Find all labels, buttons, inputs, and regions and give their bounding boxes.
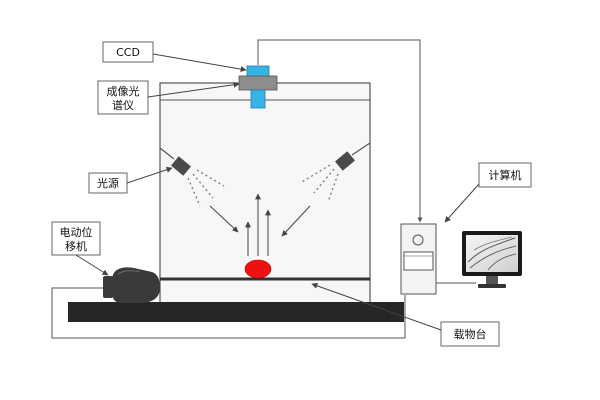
motor-icon [103,267,160,303]
label-motor-line1: 电动位 [60,225,93,239]
wire-camera-to-computer [257,39,423,223]
monitor-icon [462,231,522,288]
label-spectrometer-line2: 谱仪 [112,98,134,112]
label-box-ccd [102,41,154,63]
callout-arrow-spectrometer [147,81,240,98]
light-rays-left [187,169,225,207]
sample [244,259,272,279]
callout-arrow-light-source [126,166,173,184]
callout-arrow-motor [75,254,109,276]
label-box-computer [478,162,532,188]
label-stage: 载物台 [454,327,487,341]
label-motor-line2: 移机 [65,239,87,253]
light-source-icon [171,156,191,176]
light-mount-right [351,142,371,156]
computer-tower-icon [400,223,437,295]
base-platform [68,302,404,322]
light-source-icon [335,151,355,171]
camera-icon [238,65,278,109]
illumination-arrow-right [281,205,311,237]
label-light-source: 光源 [97,176,119,190]
label-computer: 计算机 [489,168,522,182]
callout-arrow-computer [444,183,480,223]
label-spectrometer-line1: 成像光 [107,84,140,98]
illumination-arrow-left [209,205,239,233]
label-ccd: CCD [116,46,140,59]
callout-arrow-ccd [152,53,247,73]
wire-computer-to-motor [51,287,406,339]
label-box-spectrometer [97,80,149,115]
light-mount-left [159,147,175,160]
callout-arrow-stage [311,282,442,331]
label-box-motor [51,221,101,256]
light-rays-right [301,164,339,203]
label-box-stage [440,321,500,347]
